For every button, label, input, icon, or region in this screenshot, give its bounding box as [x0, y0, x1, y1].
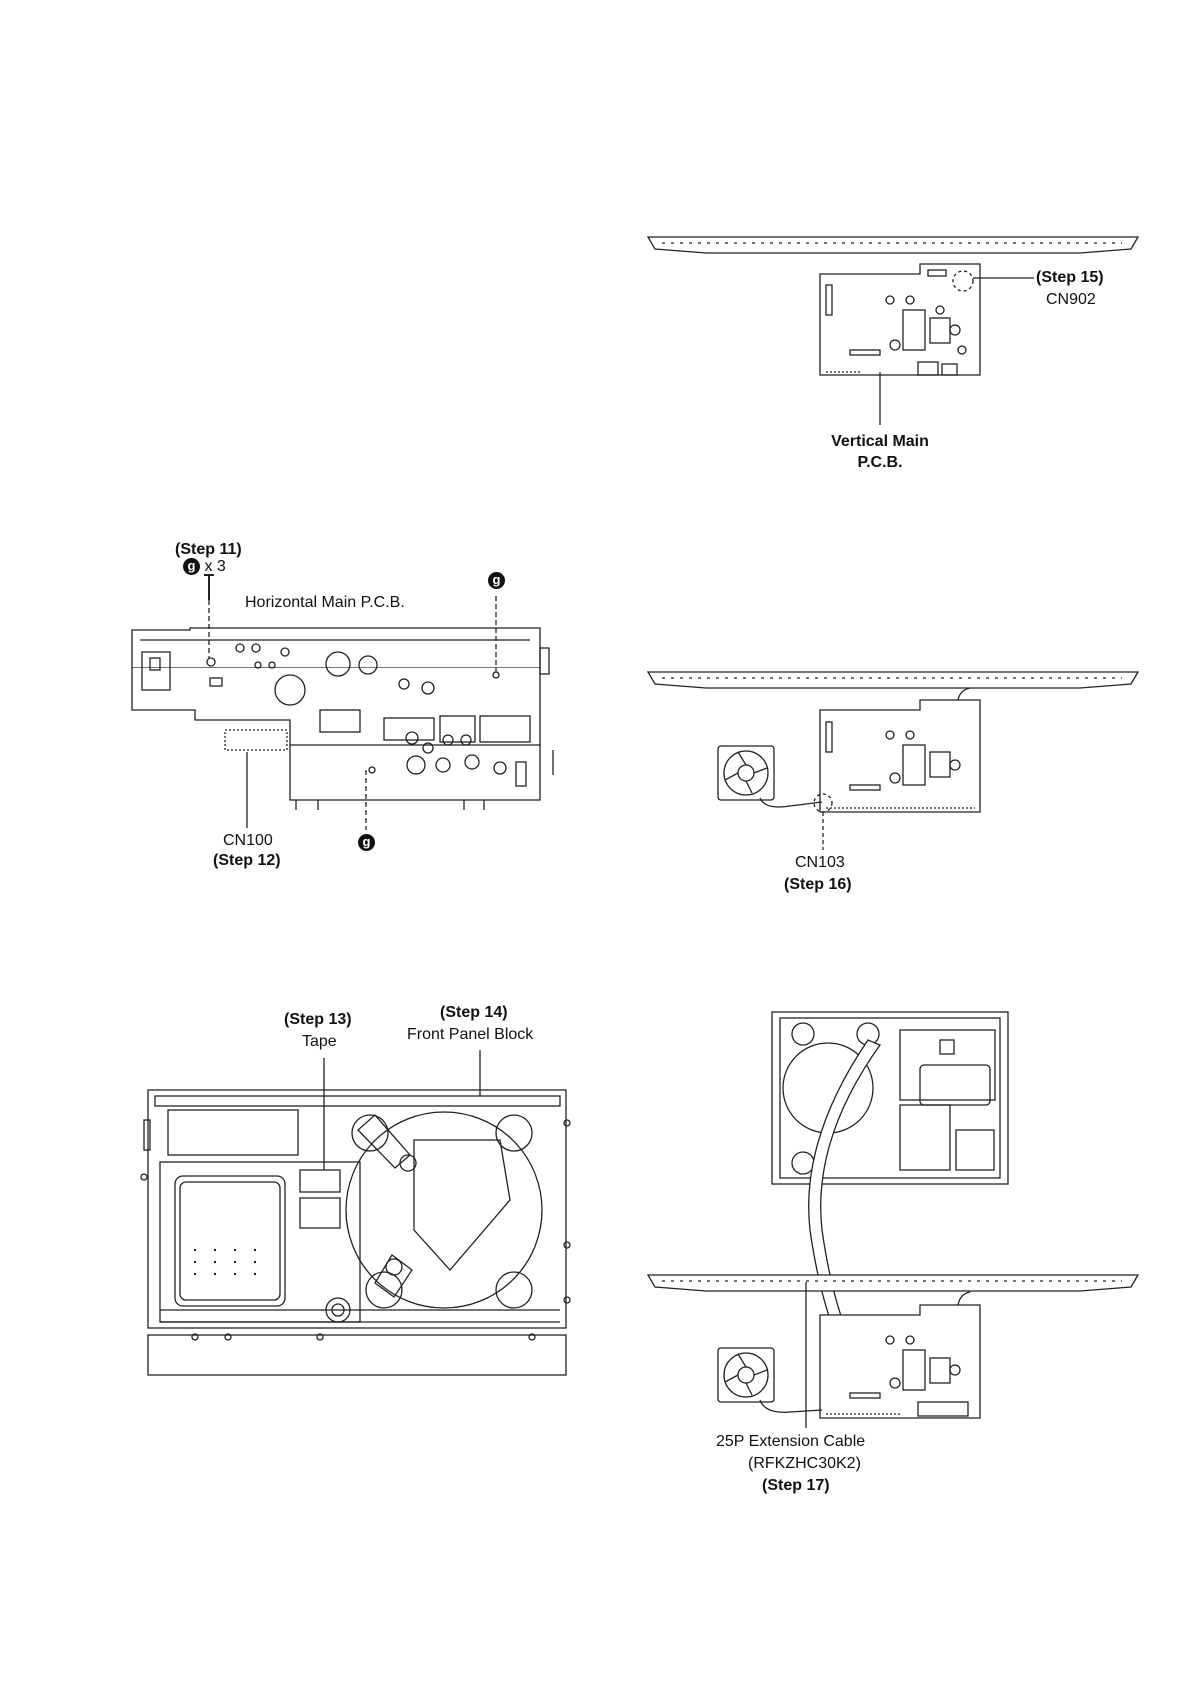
front-panel-bar	[648, 1275, 1138, 1291]
vertical-main-pcb	[820, 1292, 980, 1418]
cn902-label: CN902	[1046, 290, 1096, 309]
horizontal-main-pcb-label: Horizontal Main P.C.B.	[245, 593, 405, 612]
cn100-label: CN100	[223, 831, 273, 850]
vertical-main-pcb-label-line1: Vertical Main	[828, 432, 932, 451]
screw-count: g x 3	[183, 557, 226, 576]
unit-top-view	[772, 1012, 1008, 1184]
cooling-fan	[718, 746, 822, 807]
figure-step17	[648, 1012, 1138, 1428]
screw-g-icon: g	[488, 572, 505, 589]
figure-step16	[648, 672, 1138, 850]
step15-label: (Step 15)	[1036, 268, 1104, 287]
step17-label: (Step 17)	[762, 1476, 830, 1495]
figure-step13	[141, 1050, 570, 1375]
extension-cable-label: 25P Extension Cable	[716, 1432, 865, 1451]
cn103-label: CN103	[795, 853, 845, 872]
screw-count-text: x 3	[204, 558, 225, 575]
step12-label: (Step 12)	[213, 851, 281, 870]
extension-cable-part-number: (RFKZHC30K2)	[748, 1454, 861, 1473]
step13-label: (Step 13)	[284, 1010, 352, 1029]
vertical-main-pcb	[820, 264, 980, 375]
tape-label: Tape	[302, 1032, 337, 1051]
step14-label: (Step 14)	[440, 1003, 508, 1022]
figure-step15	[648, 237, 1138, 425]
figure-step11	[132, 575, 553, 830]
horizontal-main-pcb	[132, 628, 553, 810]
front-panel-bar	[648, 237, 1138, 253]
screw-g-icon: g	[358, 834, 375, 851]
front-panel-block-label: Front Panel Block	[407, 1025, 533, 1044]
vertical-main-pcb-label-line2: P.C.B.	[828, 453, 932, 472]
unit-bottom-view	[141, 1090, 570, 1375]
screw-g-icon: g	[183, 558, 200, 575]
front-panel-bar	[648, 672, 1138, 688]
vertical-main-pcb	[820, 688, 980, 812]
step16-label: (Step 16)	[784, 875, 852, 894]
